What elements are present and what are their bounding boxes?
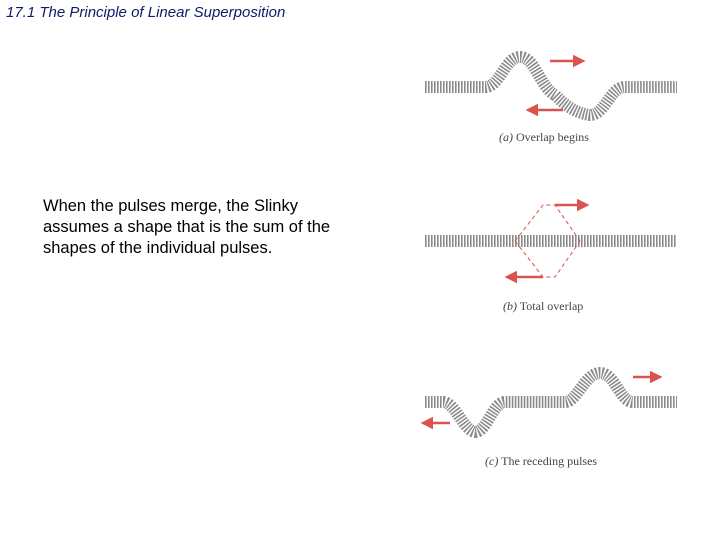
caption-c: (c) The receding pulses	[485, 454, 597, 468]
slinky-spring-a	[425, 57, 677, 115]
slide-body-text: When the pulses merge, the Slinky assume…	[43, 196, 343, 259]
panel-b: (b) Total overlap	[425, 205, 677, 313]
panel-c: (c) The receding pulses	[423, 373, 677, 468]
slide-title: 17.1 The Principle of Linear Superpositi…	[6, 4, 285, 21]
slinky-spring-c	[425, 373, 677, 432]
caption-a: (a) Overlap begins	[499, 130, 589, 144]
caption-b: (b) Total overlap	[503, 299, 583, 313]
superposition-figure: (a) Overlap begins (b) Total overlap (c)…	[415, 35, 685, 480]
panel-a: (a) Overlap begins	[425, 57, 677, 144]
